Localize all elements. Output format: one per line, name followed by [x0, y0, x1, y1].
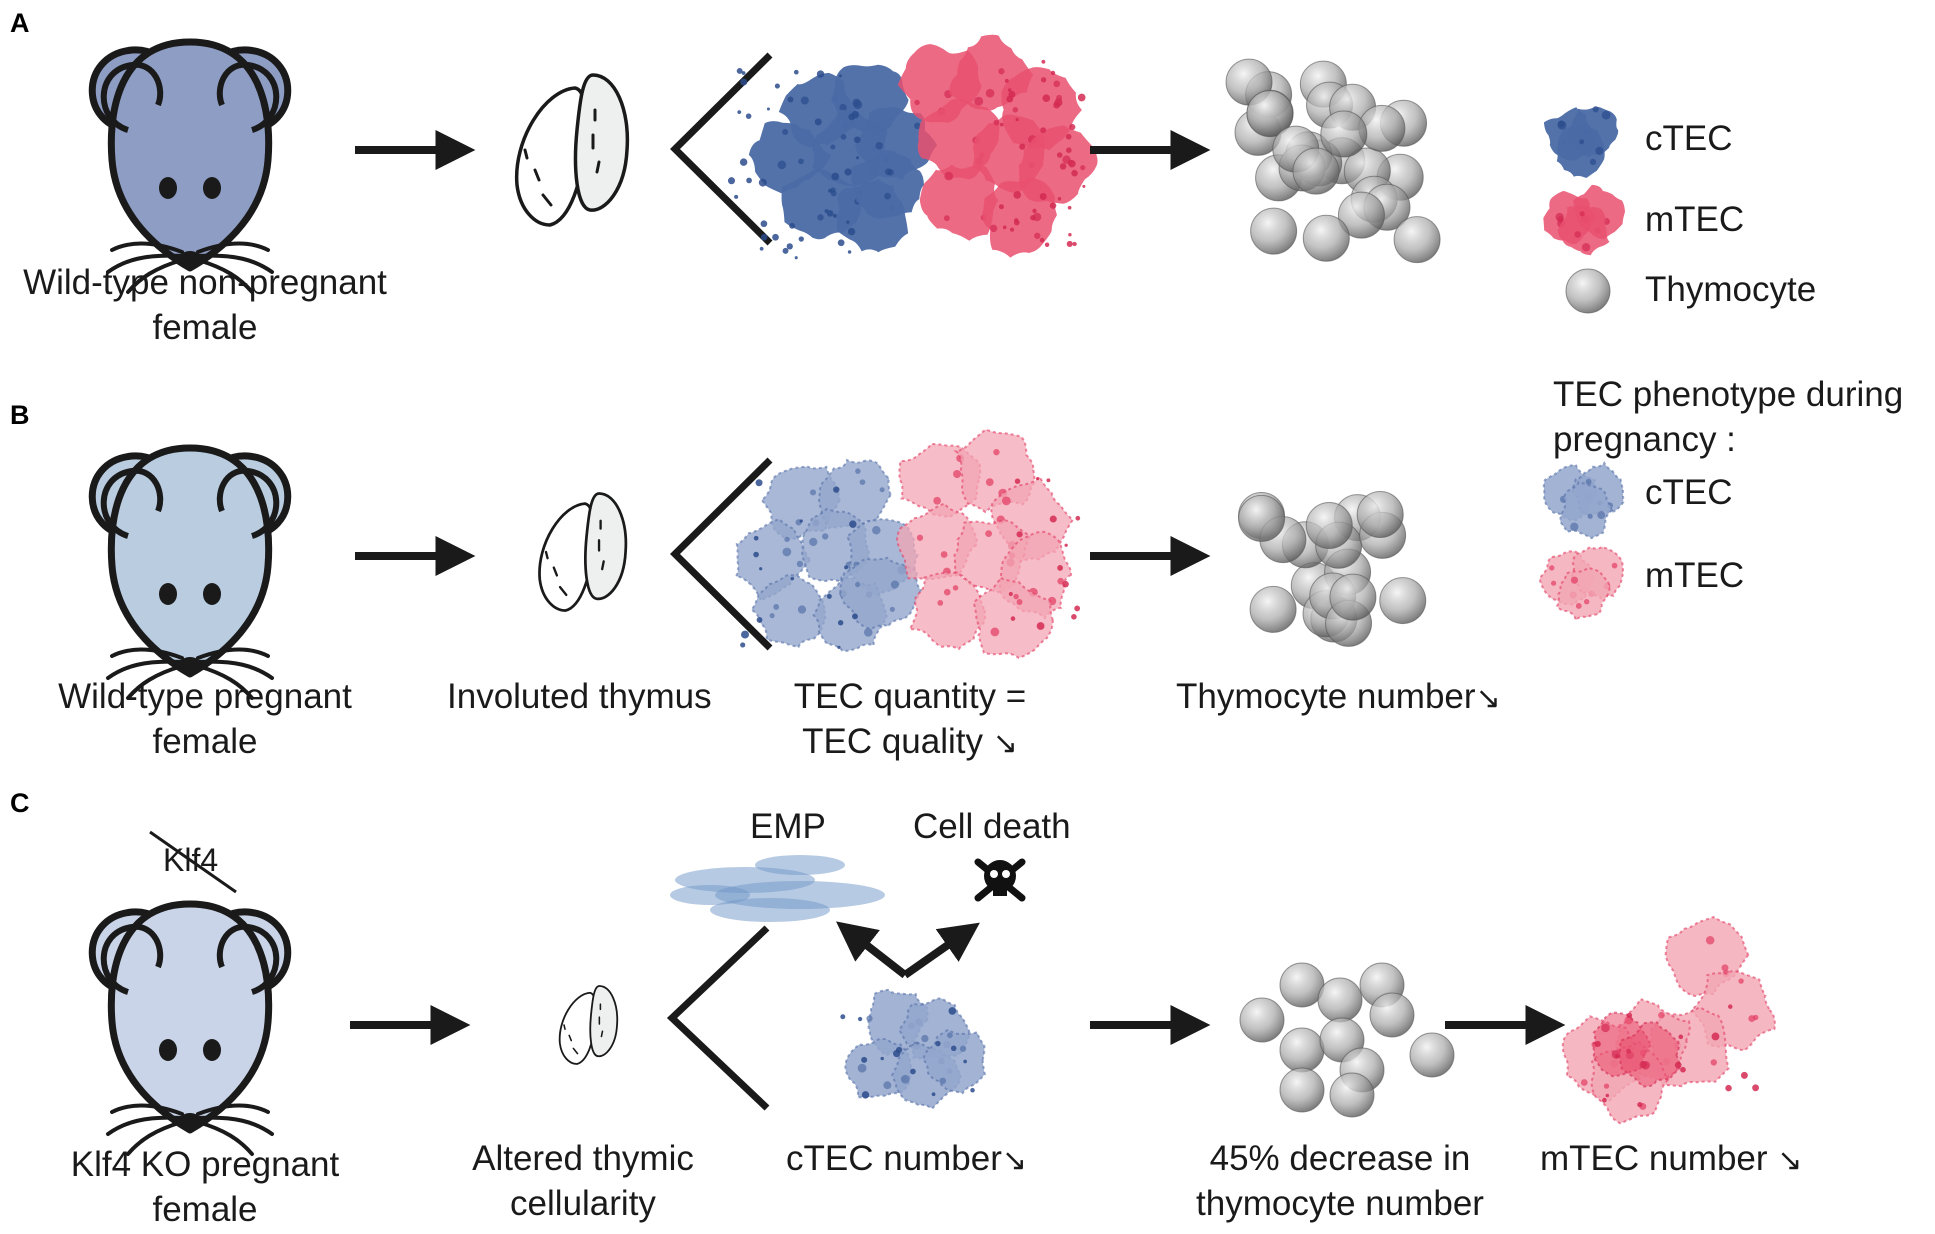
legend-mtec-icon: [1543, 184, 1625, 256]
legend-thymocyte-icon: [1565, 268, 1611, 314]
legend-pregnancy-ctec-icon: [1542, 461, 1625, 540]
emp-cluster: [670, 855, 885, 922]
pregnancy-legend-title-line2: pregnancy :: [1553, 420, 1736, 459]
ctec-number-label: cTEC number↘: [786, 1136, 1027, 1183]
pregnancy-legend-title: TEC phenotype during pregnancy :: [1553, 372, 1903, 462]
thymocyte-cluster: [1225, 58, 1441, 264]
mouse-c-label-line2: female: [152, 1190, 258, 1229]
legend-ctec-label: cTEC: [1645, 119, 1733, 158]
altered-thymic-line1: Altered thymic: [472, 1139, 694, 1178]
thymocyte-decrease-line1: 45% decrease in: [1209, 1139, 1471, 1178]
legend-pregnancy-mtec-label: mTEC: [1645, 556, 1745, 595]
mtec-number-label: mTEC number ↘: [1540, 1136, 1802, 1183]
mouse-c-label: Klf4 KO pregnant female: [0, 1142, 410, 1232]
thymocyte-number-b-label: Thymocyte number↘: [1176, 674, 1501, 721]
thymus-icon: [558, 985, 619, 1065]
thymocyte-decrease-label: 45% decrease in thymocyte number: [1160, 1136, 1520, 1226]
ctec-cluster-pregnant: [734, 458, 923, 652]
mouse-a-label-line2: female: [152, 308, 258, 347]
mouse-a-label: Wild-type non-pregnant female: [0, 260, 410, 350]
bracket-icon: [670, 457, 773, 651]
ctec-dots: [727, 68, 861, 260]
mtec-dots: [1008, 477, 1081, 630]
involuted-thymus-label: Involuted thymus: [447, 677, 712, 716]
panel-label-b: B: [10, 400, 30, 430]
mouse-a-label-line1: Wild-type non-pregnant: [23, 263, 387, 302]
klf4-gene-label: Klf4: [163, 842, 219, 878]
mtec-cluster: [897, 34, 1098, 258]
mtec-cluster-pregnant: [896, 428, 1074, 659]
mouse-b-label-line1: Wild-type pregnant: [58, 677, 352, 716]
thymus-icon: [538, 492, 628, 612]
thymocyte-cluster-pregnant: [1238, 490, 1427, 647]
ctec-dots: [740, 479, 858, 649]
thymocyte-number-b-text: Thymocyte number: [1176, 677, 1476, 716]
tec-quality-line: TEC quality ↘: [760, 719, 1060, 766]
mouse-icon: [88, 900, 292, 1156]
thymocyte-cluster-ko: [1239, 962, 1455, 1118]
mouse-icon: [88, 38, 292, 294]
altered-thymic-cellularity-label: Altered thymic cellularity: [433, 1136, 733, 1226]
mouse-icon: [88, 444, 292, 700]
trend-down-icon: ↘: [992, 727, 1018, 760]
ctec-number-text: cTEC number: [786, 1139, 1002, 1178]
trend-down-icon: ↘: [1001, 1144, 1028, 1177]
altered-thymic-line2: cellularity: [510, 1184, 656, 1223]
mtec-dots: [998, 59, 1086, 247]
knockout-strike-icon: [149, 830, 237, 894]
mouse-b-label: Wild-type pregnant female: [0, 674, 410, 764]
mtec-cluster-ko-dense: [1591, 1011, 1681, 1088]
legend-ctec-icon: [1543, 106, 1619, 178]
skull-crossbones-icon: [974, 858, 1026, 902]
legend-thymocyte-label: Thymocyte: [1645, 270, 1817, 309]
pregnancy-legend-title-line1: TEC phenotype during: [1553, 375, 1904, 414]
mtec-number-text: mTEC number: [1540, 1139, 1768, 1178]
thymus-icon: [514, 73, 630, 227]
trend-down-icon: ↘: [1475, 682, 1501, 715]
cell-death-label: Cell death: [913, 807, 1071, 846]
mouse-c-label-line1: Klf4 KO pregnant: [70, 1145, 340, 1184]
ctec-cluster-ko: [844, 988, 987, 1110]
bracket-icon: [666, 925, 770, 1111]
mtec-dots: [1594, 1004, 1760, 1108]
panel-label-a: A: [10, 8, 30, 38]
bracket-icon: [670, 52, 773, 246]
arrow-right-icon: [836, 921, 908, 979]
legend-pregnancy-ctec-label: cTEC: [1645, 473, 1733, 512]
arrow-right-icon: [902, 922, 980, 979]
tec-quantity-line: TEC quantity =: [793, 677, 1027, 716]
legend-mtec-label: mTEC: [1645, 200, 1745, 239]
emp-label: EMP: [750, 807, 826, 846]
tec-quality-text: TEC quality: [802, 722, 984, 761]
tec-quality-label: TEC quantity = TEC quality ↘: [760, 674, 1060, 766]
mtec-cluster-ko: [1561, 915, 1776, 1125]
ctec-dots: [840, 1007, 975, 1099]
thymocyte-decrease-line2: thymocyte number: [1196, 1184, 1484, 1223]
trend-down-icon: ↘: [1777, 1144, 1803, 1177]
mouse-b-label-line2: female: [152, 722, 258, 761]
panel-label-c: C: [10, 788, 30, 818]
legend-pregnancy-mtec-icon: [1538, 545, 1624, 623]
